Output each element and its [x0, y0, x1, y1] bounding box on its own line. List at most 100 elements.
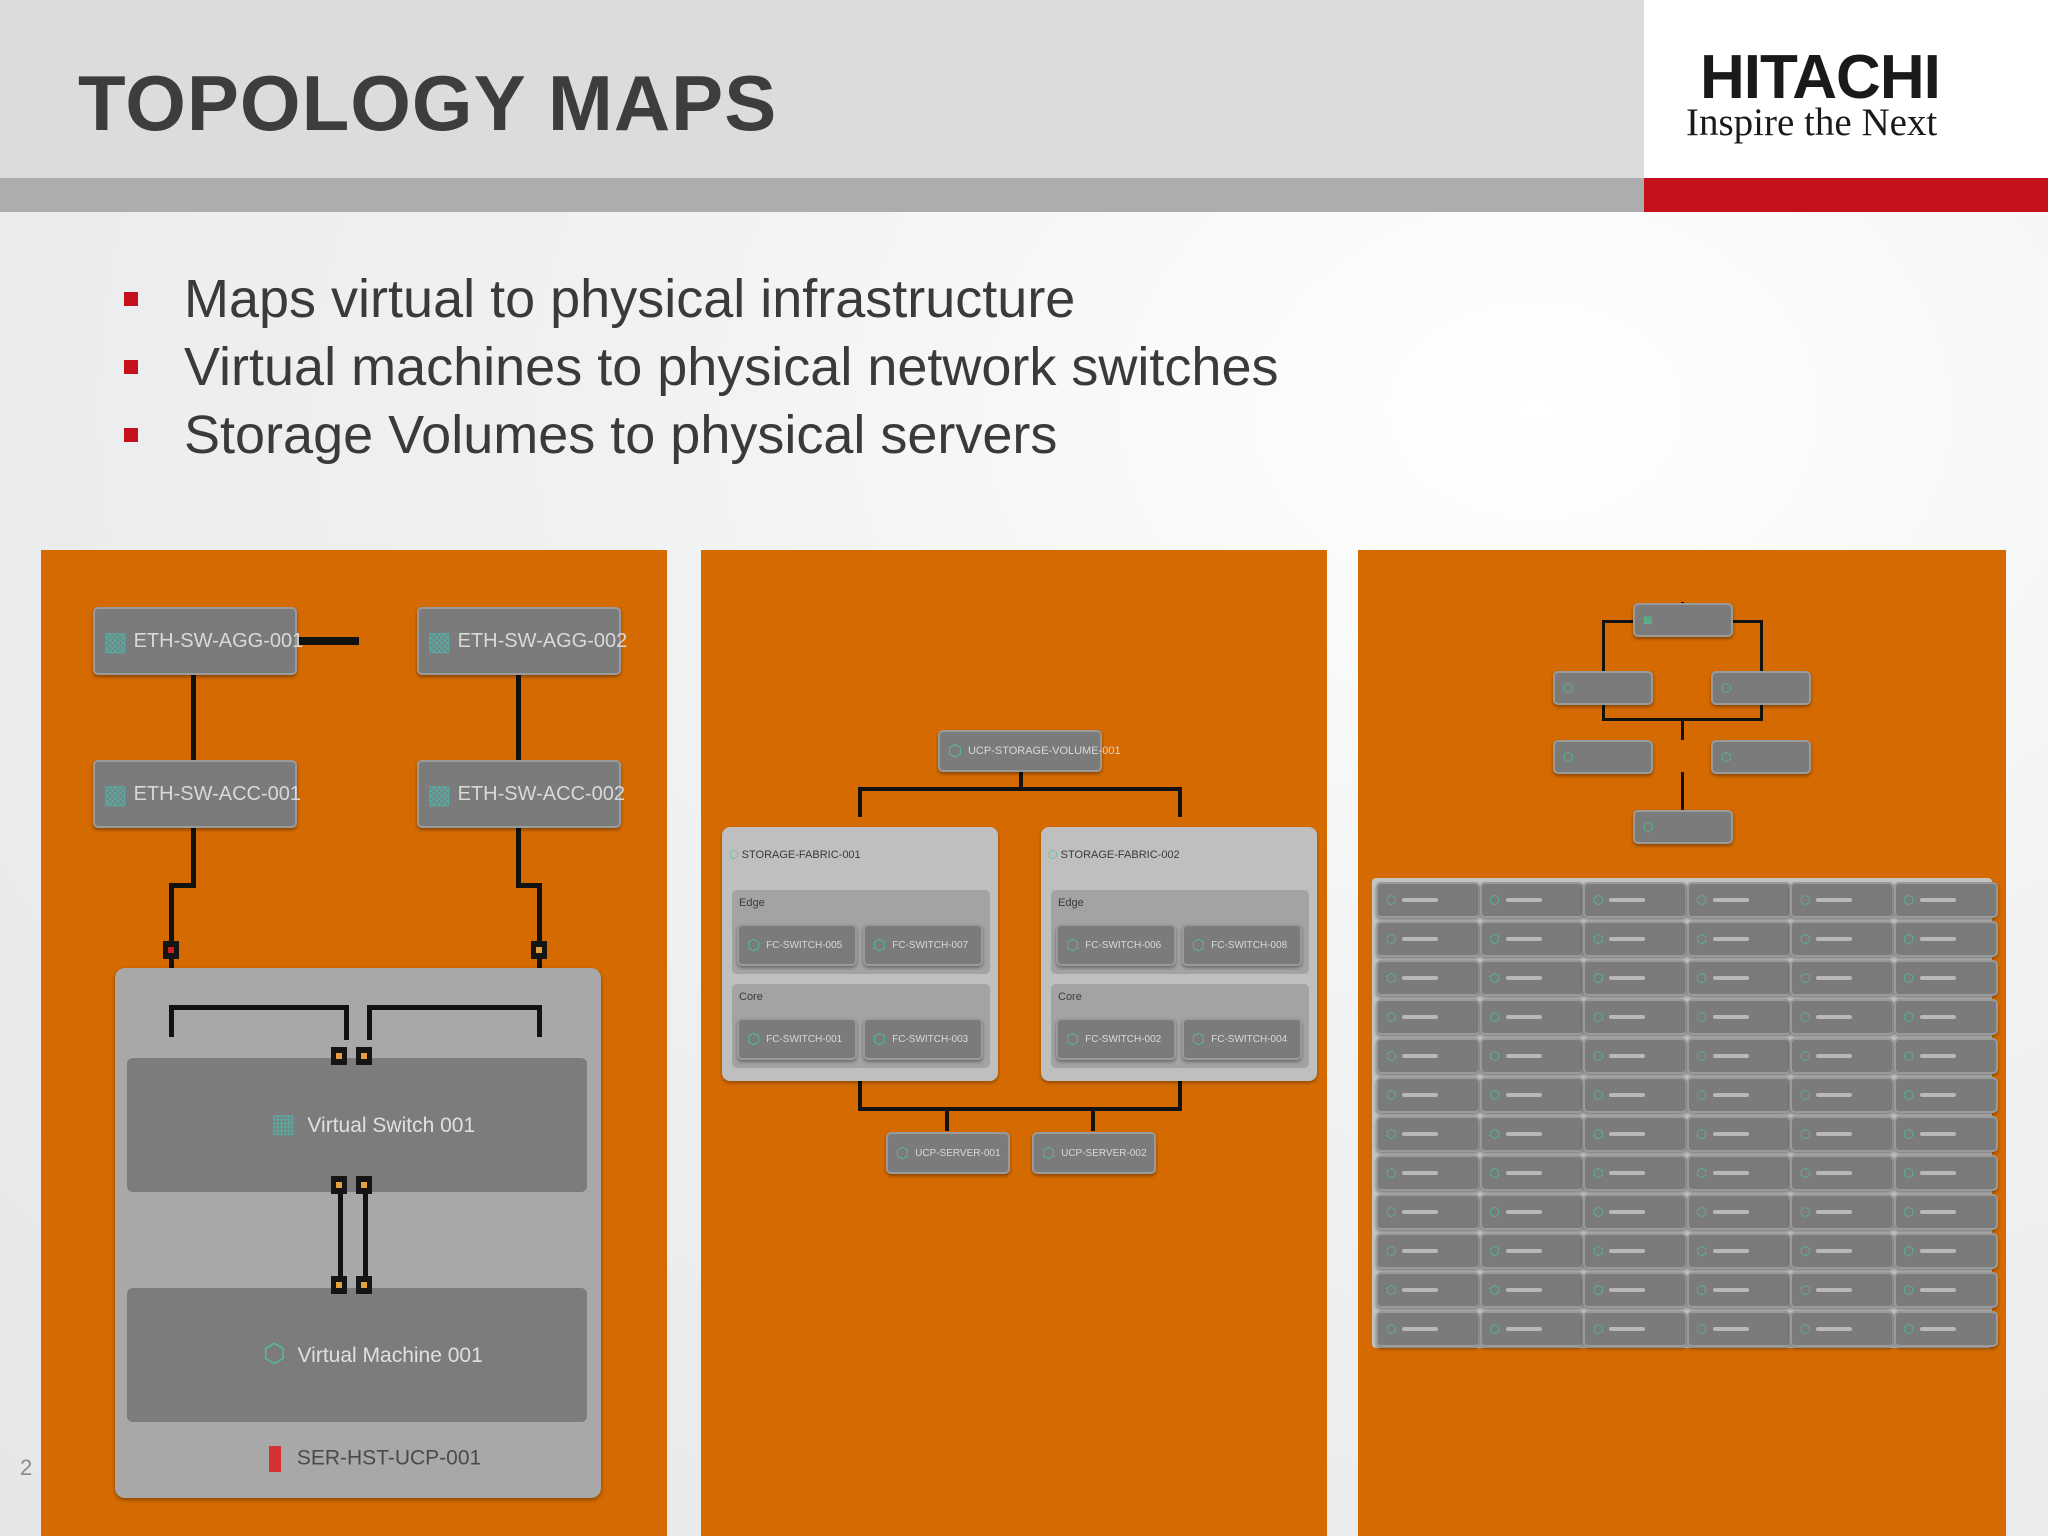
edge-node[interactable]: ⬡ — [1553, 671, 1653, 705]
volume-tile[interactable]: ⬡ — [1686, 999, 1791, 1035]
volume-tile[interactable]: ⬡ — [1686, 1311, 1791, 1347]
port[interactable] — [331, 1276, 347, 1294]
volume-tile[interactable]: ⬡ — [1376, 921, 1480, 957]
fc-switch-node[interactable]: ⬡ FC-SWITCH-005 — [737, 924, 857, 966]
volume-tile[interactable]: ⬡ — [1893, 882, 1998, 918]
volume-tile[interactable]: ⬡ — [1479, 1311, 1584, 1347]
port[interactable] — [531, 941, 547, 959]
hub-node[interactable]: ⬡ — [1633, 810, 1733, 844]
port[interactable] — [356, 1047, 372, 1065]
volume-tile[interactable]: ⬡ — [1479, 1077, 1584, 1113]
volume-tile[interactable]: ⬡ — [1686, 1155, 1791, 1191]
volume-tile[interactable]: ⬡ — [1376, 1272, 1480, 1308]
port[interactable] — [163, 941, 179, 959]
volume-tile[interactable]: ⬡ — [1376, 1155, 1480, 1191]
virtual-switch-node[interactable] — [127, 1058, 587, 1192]
volume-tile[interactable]: ⬡ — [1583, 1077, 1687, 1113]
volume-tile[interactable]: ⬡ — [1583, 999, 1687, 1035]
eth-switch-agg-node[interactable]: ▩ ETH-SW-AGG-002 — [417, 607, 627, 675]
volume-tile[interactable]: ⬡ — [1686, 1272, 1791, 1308]
volume-tile[interactable]: ⬡ — [1790, 1233, 1894, 1269]
volume-tile[interactable]: ⬡ — [1893, 1116, 1998, 1152]
volume-tile[interactable]: ⬡ — [1376, 882, 1480, 918]
volume-tile[interactable]: ⬡ — [1893, 960, 1998, 996]
volume-tile[interactable]: ⬡ — [1479, 1155, 1584, 1191]
volume-tile[interactable]: ⬡ — [1583, 921, 1687, 957]
volume-tile[interactable]: ⬡ — [1583, 1311, 1687, 1347]
volume-tile[interactable]: ⬡ — [1376, 960, 1480, 996]
volume-tile[interactable]: ⬡ — [1376, 999, 1480, 1035]
volume-tile[interactable]: ⬡ — [1479, 1116, 1584, 1152]
volume-tile[interactable]: ⬡ — [1790, 999, 1894, 1035]
volume-tile[interactable]: ⬡ — [1376, 1233, 1480, 1269]
volume-tile[interactable]: ⬡ — [1686, 1038, 1791, 1074]
eth-switch-agg-node[interactable]: ▩ ETH-SW-AGG-001 — [93, 607, 303, 675]
port[interactable] — [331, 1047, 347, 1065]
port[interactable] — [331, 1176, 347, 1194]
volume-tile[interactable]: ⬡ — [1376, 1077, 1480, 1113]
volume-tile[interactable]: ⬡ — [1790, 1155, 1894, 1191]
volume-tile[interactable]: ⬡ — [1893, 1077, 1998, 1113]
volume-tile[interactable]: ⬡ — [1790, 882, 1894, 918]
volume-tile[interactable]: ⬡ — [1790, 960, 1894, 996]
volume-tile[interactable]: ⬡ — [1893, 1233, 1998, 1269]
volume-tile[interactable]: ⬡ — [1686, 1233, 1791, 1269]
volume-tile[interactable]: ⬡ — [1893, 1155, 1998, 1191]
volume-tile[interactable]: ⬡ — [1376, 1194, 1480, 1230]
volume-tile[interactable]: ⬡ — [1686, 882, 1791, 918]
volume-tile[interactable]: ⬡ — [1893, 999, 1998, 1035]
ucp-server-node[interactable]: ⬡ UCP-SERVER-002 — [1032, 1132, 1156, 1174]
volume-tile[interactable]: ⬡ — [1479, 882, 1584, 918]
volume-tile[interactable]: ⬡ — [1583, 960, 1687, 996]
volume-tile[interactable]: ⬡ — [1893, 1038, 1998, 1074]
edge-node[interactable]: ⬡ — [1711, 671, 1811, 705]
volume-tile[interactable]: ⬡ — [1790, 1077, 1894, 1113]
fc-switch-node[interactable]: ⬡ FC-SWITCH-003 — [863, 1018, 983, 1060]
volume-tile[interactable]: ⬡ — [1479, 1038, 1584, 1074]
volume-tile[interactable]: ⬡ — [1686, 921, 1791, 957]
volume-tile[interactable]: ⬡ — [1893, 1272, 1998, 1308]
port[interactable] — [356, 1276, 372, 1294]
volume-tile[interactable]: ⬡ — [1583, 882, 1687, 918]
volume-tile[interactable]: ⬡ — [1893, 1311, 1998, 1347]
volume-tile[interactable]: ⬡ — [1479, 1272, 1584, 1308]
volume-tile[interactable]: ⬡ — [1686, 960, 1791, 996]
volume-tile[interactable]: ⬡ — [1583, 1155, 1687, 1191]
volume-tile[interactable]: ⬡ — [1790, 1116, 1894, 1152]
volume-tile[interactable]: ⬡ — [1479, 921, 1584, 957]
volume-tile[interactable]: ⬡ — [1479, 1194, 1584, 1230]
volume-tile[interactable]: ⬡ — [1376, 1038, 1480, 1074]
fc-switch-node[interactable]: ⬡ FC-SWITCH-004 — [1182, 1018, 1302, 1060]
volume-tile[interactable]: ⬡ — [1479, 960, 1584, 996]
fc-switch-node[interactable]: ⬡ FC-SWITCH-002 — [1056, 1018, 1176, 1060]
fc-switch-node[interactable]: ⬡ FC-SWITCH-001 — [737, 1018, 857, 1060]
volume-tile[interactable]: ⬡ — [1583, 1194, 1687, 1230]
ucp-server-node[interactable]: ⬡ UCP-SERVER-001 — [886, 1132, 1010, 1174]
volume-tile[interactable]: ⬡ — [1583, 1116, 1687, 1152]
volume-tile[interactable]: ⬡ — [1686, 1116, 1791, 1152]
volume-tile[interactable]: ⬡ — [1686, 1194, 1791, 1230]
volume-tile[interactable]: ⬡ — [1893, 1194, 1998, 1230]
eth-switch-acc-node[interactable]: ▩ ETH-SW-ACC-001 — [93, 760, 301, 828]
fc-switch-node[interactable]: ⬡ FC-SWITCH-006 — [1056, 924, 1176, 966]
fc-switch-node[interactable]: ⬡ FC-SWITCH-008 — [1182, 924, 1302, 966]
volume-tile[interactable]: ⬡ — [1790, 1194, 1894, 1230]
fc-switch-node[interactable]: ⬡ FC-SWITCH-007 — [863, 924, 983, 966]
port[interactable] — [356, 1176, 372, 1194]
volume-tile[interactable]: ⬡ — [1479, 999, 1584, 1035]
volume-tile[interactable]: ⬡ — [1583, 1233, 1687, 1269]
core-node[interactable]: ⬡ — [1711, 740, 1811, 774]
volume-tile[interactable]: ⬡ — [1583, 1038, 1687, 1074]
volume-tile[interactable]: ⬡ — [1790, 1311, 1894, 1347]
volume-tile[interactable]: ⬡ — [1479, 1233, 1584, 1269]
volume-tile[interactable]: ⬡ — [1790, 1272, 1894, 1308]
volume-tile[interactable]: ⬡ — [1376, 1116, 1480, 1152]
virtual-machine-node[interactable] — [127, 1288, 587, 1422]
volume-tile[interactable]: ⬡ — [1790, 1038, 1894, 1074]
volume-tile[interactable]: ⬡ — [1790, 921, 1894, 957]
volume-tile[interactable]: ⬡ — [1686, 1077, 1791, 1113]
volume-tile[interactable]: ⬡ — [1583, 1272, 1687, 1308]
root-node[interactable]: ▩ — [1633, 603, 1733, 637]
eth-switch-acc-node[interactable]: ▩ ETH-SW-ACC-002 — [417, 760, 625, 828]
core-node[interactable]: ⬡ — [1553, 740, 1653, 774]
